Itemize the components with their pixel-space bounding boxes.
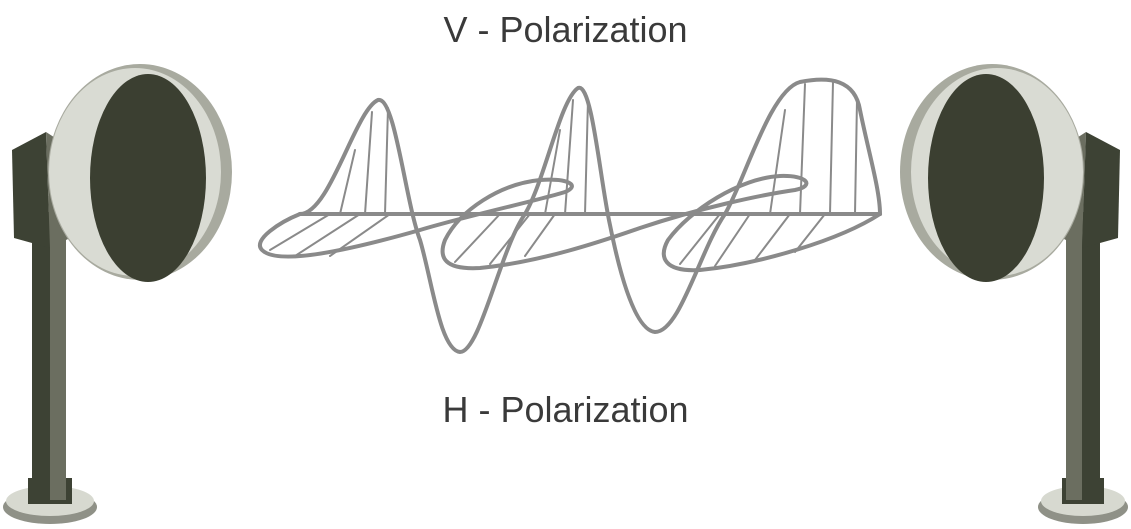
left-antenna-mast-shade	[50, 200, 66, 500]
right-antenna-bracket	[1082, 132, 1120, 248]
vertical-wave-component	[298, 77, 882, 354]
v-polarization-label: V - Polarization	[443, 9, 688, 50]
left-antenna-bracket	[12, 132, 50, 248]
h-polarization-label: H - Polarization	[442, 389, 689, 430]
left-antenna-dish-face	[90, 74, 206, 282]
right-antenna	[900, 64, 1128, 524]
right-antenna-dish-face	[928, 74, 1044, 282]
polarized-wave	[258, 77, 882, 354]
right-antenna-mast-shade	[1066, 200, 1082, 500]
vertical-hatching	[339, 81, 858, 215]
horizontal-hatching	[269, 213, 826, 267]
left-antenna	[3, 64, 232, 524]
left-antenna-mast-dark	[32, 200, 50, 500]
horizontal-wave-component	[258, 173, 882, 273]
right-antenna-mast-dark	[1082, 200, 1100, 500]
